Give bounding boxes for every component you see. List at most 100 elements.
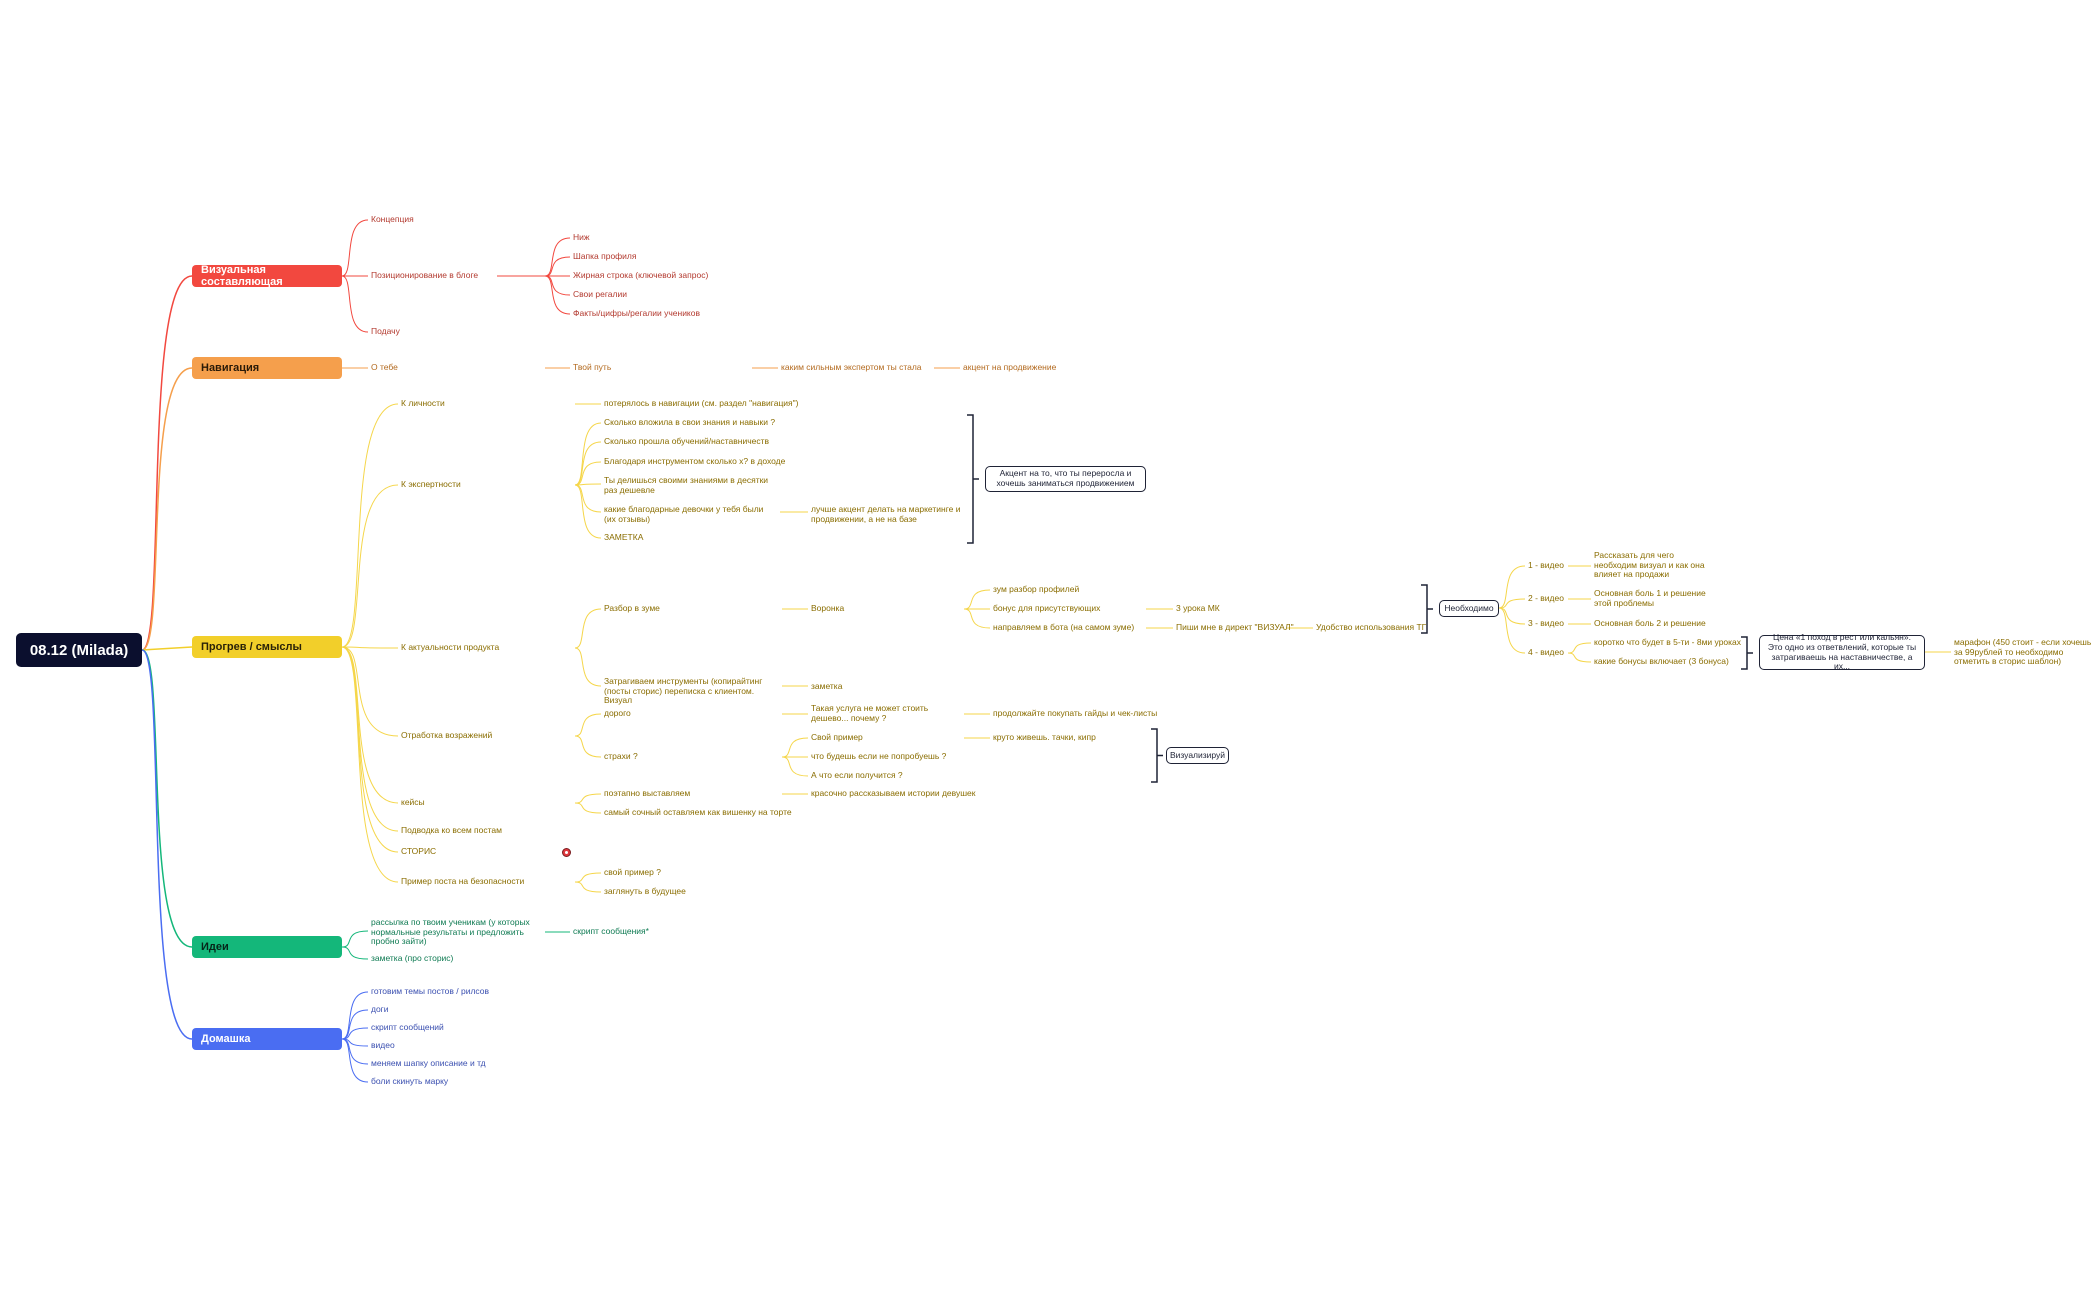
node-positioning[interactable]: Позиционирование в блоге xyxy=(371,270,479,280)
connector xyxy=(141,275,193,651)
node-expensive-question[interactable]: Такая услуга не может стоить дешево... п… xyxy=(811,703,929,723)
connector xyxy=(963,589,991,610)
node-expertise[interactable]: К экспертности xyxy=(401,479,461,489)
node-case-1[interactable]: поэтапно выставляем xyxy=(604,788,691,798)
node-strong-expert[interactable]: каким сильным экспертом ты стала xyxy=(781,362,922,372)
node-video-1[interactable]: 1 - видео xyxy=(1528,560,1564,570)
connector xyxy=(341,646,399,832)
summary-box-need[interactable]: Необходимо xyxy=(1439,600,1499,617)
node-expertise-5-note[interactable]: лучше акцент делать на маркетинге и прод… xyxy=(811,504,961,524)
node-about[interactable]: О тебе xyxy=(371,362,398,372)
node-case-2[interactable]: самый сочный оставляем как вишенку на то… xyxy=(604,807,792,817)
connector xyxy=(574,793,602,804)
summary-box-price[interactable]: Цена «1 поход в рест или кальян». Это од… xyxy=(1759,632,1925,671)
connector xyxy=(574,735,602,758)
bracket xyxy=(1151,728,1163,783)
node-expensive-answer[interactable]: продолжайте покупать гайды и чек-листы xyxy=(993,708,1158,718)
connector xyxy=(574,608,602,649)
node-safety-2[interactable]: заглянуть в будущее xyxy=(604,886,686,896)
node-funnel-3-direct[interactable]: Пиши мне в директ "ВИЗУАЛ" xyxy=(1176,622,1294,632)
node-personality-note[interactable]: потерялось в навигации (см. раздел "нави… xyxy=(604,398,799,408)
node-expertise-note[interactable]: ЗАМЕТКА xyxy=(604,532,644,542)
branch-warmup[interactable]: Прогрев / смыслы xyxy=(192,636,342,658)
connector xyxy=(574,713,602,737)
node-funnel-3-tg[interactable]: Удобство использования ТГ xyxy=(1316,622,1427,632)
node-homework-3[interactable]: скрипт сообщений xyxy=(371,1022,444,1032)
node-video-1-text[interactable]: Рассказать для чего необходим визуал и к… xyxy=(1594,550,1705,580)
node-concept[interactable]: Концепция xyxy=(371,214,414,224)
node-delivery[interactable]: Подачу xyxy=(371,326,400,336)
node-funnel-2-bonus[interactable]: 3 урока МК xyxy=(1176,603,1220,613)
node-expertise-1[interactable]: Сколько вложила в свои знания и навыки ? xyxy=(604,417,776,427)
node-marathon[interactable]: марафон (450 стоит - если хочешь за 99ру… xyxy=(1954,637,2092,667)
node-video-4-a[interactable]: коротко что будет в 5-ти - 8ми уроках xyxy=(1594,637,1742,647)
node-cases[interactable]: кейсы xyxy=(401,797,425,807)
node-expensive[interactable]: дорого xyxy=(604,708,631,718)
connector xyxy=(141,649,193,948)
branch-homework[interactable]: Домашка xyxy=(192,1028,342,1050)
connector xyxy=(1498,598,1526,609)
connector xyxy=(1498,607,1526,654)
summary-box-visualize[interactable]: Визуализируй xyxy=(1166,747,1229,764)
node-expertise-3[interactable]: Благодаря инструментом сколько х? в дохо… xyxy=(604,456,786,466)
node-case-1-note[interactable]: красочно рассказываем истории девушек xyxy=(811,788,976,798)
node-relevance[interactable]: К актуальности продукта xyxy=(401,642,500,652)
node-funnel[interactable]: Воронка xyxy=(811,603,845,613)
node-stories[interactable]: СТОРИС xyxy=(401,846,437,856)
node-video-3[interactable]: 3 - видео xyxy=(1528,618,1564,628)
node-safety-1[interactable]: свой пример ? xyxy=(604,867,661,877)
branch-navigation[interactable]: Навигация xyxy=(192,357,342,379)
node-expertise-2[interactable]: Сколько прошла обучений/наставничеств xyxy=(604,436,770,446)
node-facts[interactable]: Факты/цифры/регалии учеников xyxy=(573,308,700,318)
node-funnel-1[interactable]: зум разбор профилей xyxy=(993,584,1080,594)
node-tools[interactable]: Затрагиваем инструменты (копирайтинг (по… xyxy=(604,676,763,706)
connector xyxy=(574,881,602,893)
summary-box-accent[interactable]: Акцент на то, что ты переросла и хочешь … xyxy=(985,466,1146,492)
node-homework-2[interactable]: доги xyxy=(371,1004,389,1014)
node-bold-line[interactable]: Жирная строка (ключевой запрос) xyxy=(573,270,709,280)
node-homework-6[interactable]: боли скинуть марку xyxy=(371,1076,449,1086)
node-video-4[interactable]: 4 - видео xyxy=(1528,647,1564,657)
connector xyxy=(341,646,399,649)
node-objections[interactable]: Отработка возражений xyxy=(401,730,493,740)
node-lead-in[interactable]: Подводка ко всем постам xyxy=(401,825,502,835)
node-your-path[interactable]: Твой путь xyxy=(573,362,612,372)
connector xyxy=(341,275,369,333)
node-safety-post[interactable]: Пример поста на безопасности xyxy=(401,876,525,886)
node-regalia[interactable]: Свои регалии xyxy=(573,289,627,299)
node-profile-header[interactable]: Шапка профиля xyxy=(573,251,637,261)
node-expertise-5[interactable]: какие благодарные девочки у тебя были (и… xyxy=(604,504,764,524)
connector xyxy=(341,930,369,948)
node-zoom-review[interactable]: Разбор в зуме xyxy=(604,603,660,613)
root-node[interactable]: 08.12 (Milada) xyxy=(16,633,142,667)
node-video-4-b[interactable]: какие бонусы включает (3 бонуса) xyxy=(1594,656,1729,666)
node-fear-1-answer[interactable]: круто живешь. тачки, кипр xyxy=(993,732,1096,742)
node-fears[interactable]: страхи ? xyxy=(604,751,638,761)
node-video-2-text[interactable]: Основная боль 1 и решение этой проблемы xyxy=(1594,588,1706,608)
node-script[interactable]: скрипт сообщения* xyxy=(573,926,649,936)
node-homework-5[interactable]: меняем шапку описание и тд xyxy=(371,1058,486,1068)
node-fear-3[interactable]: А что если получится ? xyxy=(811,770,903,780)
node-funnel-3[interactable]: направляем в бота (на самом зуме) xyxy=(993,622,1135,632)
connector xyxy=(544,237,571,277)
branch-ideas[interactable]: Идеи xyxy=(192,936,342,958)
node-homework-1[interactable]: готовим темы постов / рилсов xyxy=(371,986,490,996)
node-ideas-note[interactable]: заметка (про сторис) xyxy=(371,953,454,963)
node-tools-note[interactable]: заметка xyxy=(811,681,843,691)
node-accent-promotion[interactable]: акцент на продвижение xyxy=(963,362,1057,372)
node-video-2[interactable]: 2 - видео xyxy=(1528,593,1564,603)
connector xyxy=(574,872,602,883)
node-mailing[interactable]: рассылка по твоим ученикам (у которых но… xyxy=(371,917,530,947)
record-marker-icon xyxy=(562,848,571,857)
branch-visual[interactable]: Визуальная составляющая xyxy=(192,264,342,288)
connector xyxy=(341,1038,369,1065)
node-niche[interactable]: Ниж xyxy=(573,232,590,242)
node-fear-2[interactable]: что будешь если не попробуешь ? xyxy=(811,751,947,761)
node-funnel-2[interactable]: бонус для присутствующих xyxy=(993,603,1101,613)
node-personality[interactable]: К личности xyxy=(401,398,445,408)
connector xyxy=(574,647,602,687)
node-video-3-text[interactable]: Основная боль 2 и решение xyxy=(1594,618,1706,628)
node-expertise-4[interactable]: Ты делишься своими знаниями в десятки ра… xyxy=(604,475,769,495)
node-homework-4[interactable]: видео xyxy=(371,1040,395,1050)
node-fear-1[interactable]: Свой пример xyxy=(811,732,863,742)
